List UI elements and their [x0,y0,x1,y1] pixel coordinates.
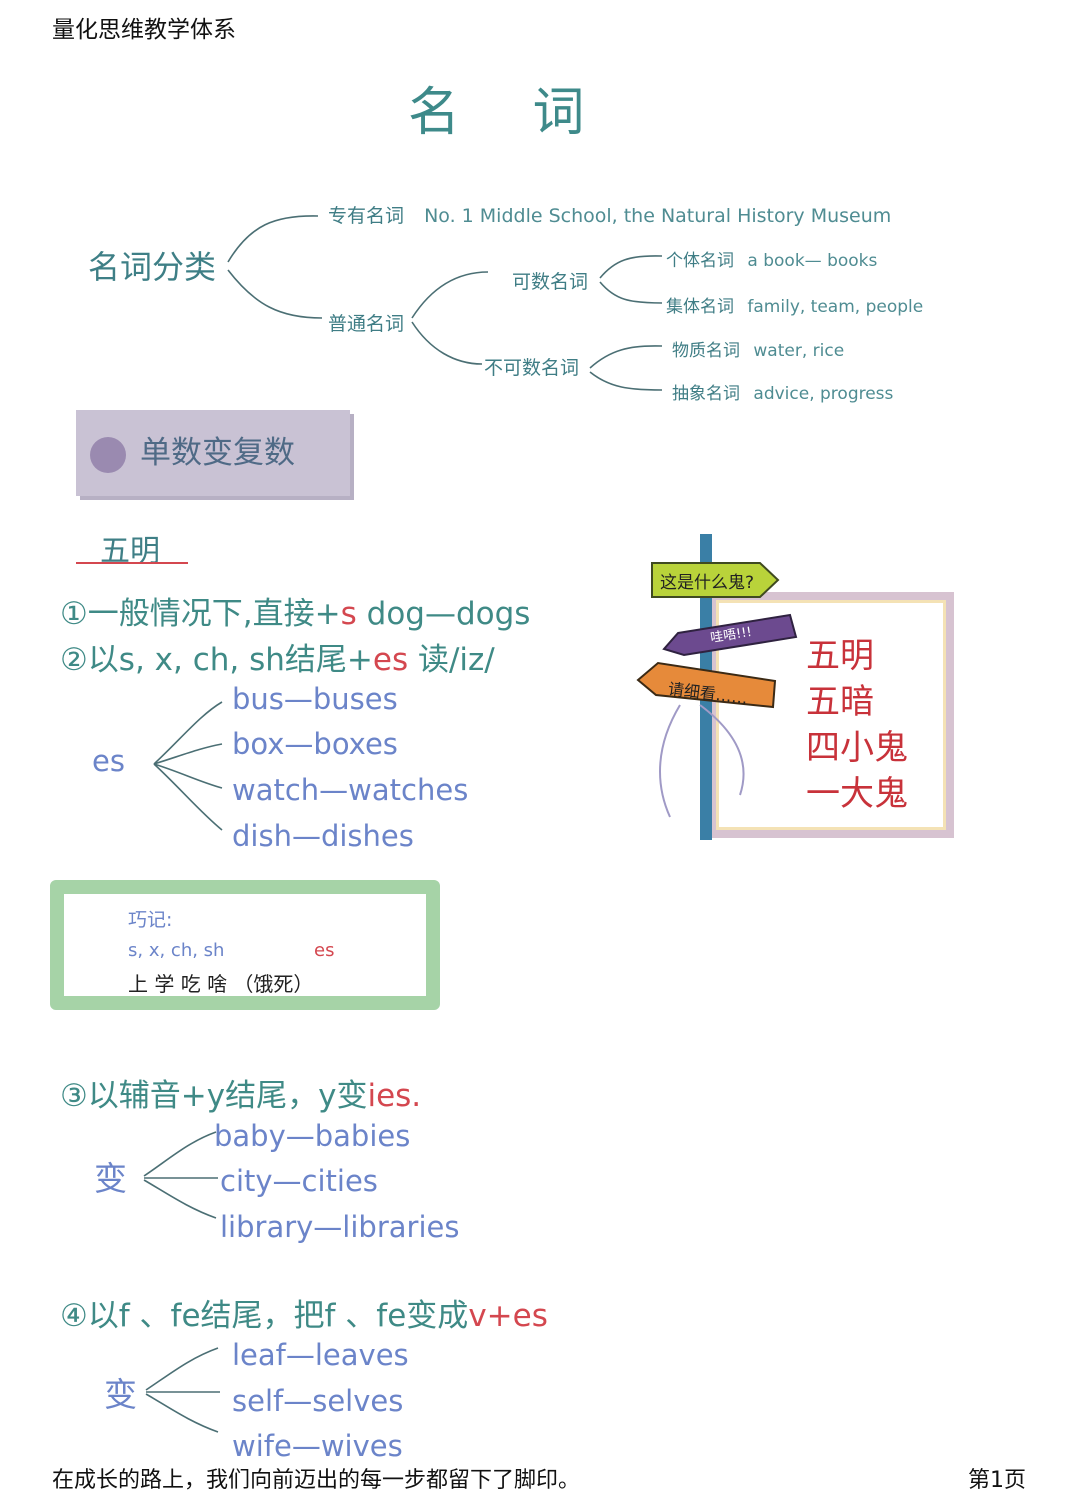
y-example-3: library—libraries [220,1210,460,1244]
uncountable-noun-label: 不可数名词 [484,357,580,379]
abstract-noun-row: 抽象名词 advice, progress [672,379,893,404]
rule-2-suffix: es [372,642,409,678]
arrow-green-shape [651,562,780,598]
es-example-2: box—boxes [232,727,398,761]
f-example-1: leaf—leaves [232,1338,409,1372]
branch-countable [411,271,489,319]
f-example-3: wife—wives [232,1429,403,1463]
arrow-orange-shape [636,661,777,709]
y-group-label: 变 [94,1159,127,1198]
memo-title: 巧记: [128,909,173,931]
banner-title: 单数变复数 [140,435,295,471]
memo-mnemonic: 上 学 吃 啥 （饿死） [128,972,314,996]
branch-common [227,269,323,319]
memo-box [50,880,440,1010]
es-example-4: dish—dishes [232,819,414,853]
banner-bullet-icon [90,437,126,473]
es-example-1: bus—buses [232,682,398,716]
y-branches [143,1131,218,1219]
rule-2: ②以s, x, ch, sh结尾+es 读/iz/ [60,634,495,679]
signpost-word-3: 四小鬼 [806,728,908,768]
material-noun-example: water, rice [753,341,845,361]
branch-individual [599,255,663,279]
section-title-underline [76,562,188,564]
rule-1-example: dog—dogs [356,596,531,632]
branch-abstract [589,371,663,391]
material-noun-label: 物质名词 [672,341,740,361]
rule-3-suffix: ies. [367,1078,422,1114]
rule-2-tail: 读/iz/ [408,642,495,678]
classification-branches [227,215,663,391]
f-group-label: 变 [104,1375,137,1414]
collective-noun-label: 集体名词 [666,297,734,317]
proper-noun-label: 专有名词 [328,205,405,227]
signpost-word-1: 五明 [806,636,874,676]
rule-4-text: ④以f 、fe结尾，把f 、fe变成 [60,1298,469,1334]
rule-4: ④以f 、fe结尾，把f 、fe变成v+es [60,1290,548,1335]
branch-material [589,345,663,369]
individual-noun-example: a book— books [747,251,878,271]
individual-noun-row: 个体名词 a book— books [666,246,877,271]
y-example-2: city—cities [220,1164,378,1198]
proper-noun-example: No. 1 Middle School, the Natural History… [424,205,892,227]
es-branches [153,701,223,831]
y-example-1: baby—babies [214,1119,411,1153]
rule-3-text: ③以辅音+y结尾，y变 [60,1078,368,1114]
signpost-arrows [636,562,798,818]
signpost-word-4: 一大鬼 [806,774,908,814]
material-noun-row: 物质名词 water, rice [672,336,844,361]
rule-4-suffix: v+es [468,1298,548,1334]
individual-noun-label: 个体名词 [666,251,734,271]
rule-1-suffix: s [340,596,357,632]
signpost-word-2: 五暗 [806,682,874,722]
rule-1: ①一般情况下,直接+s dog—dogs [60,588,530,633]
abstract-noun-label: 抽象名词 [672,384,740,404]
page-number: 第1页 [968,1468,1026,1493]
page-title: 名 词 [408,83,613,143]
common-noun-label: 普通名词 [328,313,405,335]
collective-noun-row: 集体名词 family, team, people [666,292,923,317]
f-branches [145,1347,220,1433]
ribbon-shape [659,704,745,818]
branch-uncountable [411,321,483,365]
arrow-green-text: 这是什么鬼? [660,573,755,593]
proper-noun-row: 专有名词 No. 1 Middle School, the Natural Hi… [328,201,891,228]
f-example-2: self—selves [232,1384,404,1418]
abstract-noun-example: advice, progress [753,384,894,404]
rule-3: ③以辅音+y结尾，y变ies. [60,1070,421,1115]
memo-letters: s, x, ch, sh [128,940,225,961]
memo-ending: es [314,940,335,961]
page-footer: 在成长的路上，我们向前迈出的每一步都留下了脚印。 [52,1468,581,1493]
classification-label: 名词分类 [88,248,217,286]
page-header: 量化思维教学体系 [52,17,236,43]
rule-1-text: ①一般情况下,直接+ [60,596,341,632]
collective-noun-example: family, team, people [747,297,924,317]
es-example-3: watch—watches [232,773,469,807]
es-label: es [92,744,125,778]
rule-2-text: ②以s, x, ch, sh结尾+ [60,642,373,678]
branch-collective [599,281,663,304]
countable-noun-label: 可数名词 [512,271,589,293]
arrow-purple-shape [662,613,798,657]
branch-proper [227,215,319,263]
